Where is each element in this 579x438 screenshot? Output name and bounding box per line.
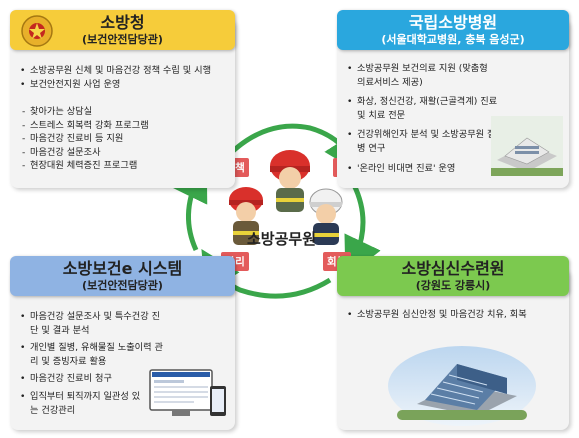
- hospital-items: 소방공무원 보건의료 지원 (맞춤형 의료서비스 제공) 화상, 정신건강, 재…: [345, 62, 499, 175]
- list-item: 개인별 질병, 유해물질 노출이력 관리 및 증빙자료 활용: [18, 341, 168, 368]
- header-training-center: 소방심신수련원 (강원도 강릉시): [337, 256, 569, 296]
- fire-agency-subitems: 찾아가는 상담실 스트레스 회복력 강화 프로그램 마음건강 진료비 등 지원 …: [20, 105, 230, 173]
- list-item: '온라인 비대면 진료' 운영: [345, 162, 499, 176]
- list-item: 소방공무원 심신안정 및 마음건강 치유, 회복: [345, 308, 555, 322]
- list-item: 마음건강 설문조사 및 특수건강 진단 및 결과 분석: [18, 310, 168, 337]
- list-item: 찾아가는 상담실: [20, 105, 230, 119]
- system-screen-image: [149, 369, 226, 416]
- arrow-right: [344, 183, 381, 279]
- center-title: 소방공무원: [247, 230, 317, 248]
- panel-title: 소방보건e 시스템: [62, 259, 183, 278]
- list-item: 입직부터 퇴직까지 일관성 있는 건강관리: [18, 390, 142, 417]
- list-item: 스트레스 회복력 강화 프로그램: [20, 119, 230, 133]
- list-item: 건강위해인자 분석 및 소방공무원 질병 연구: [345, 128, 499, 155]
- panel-title: 소방심신수련원: [401, 259, 505, 278]
- fire-agency-emblem-icon: [21, 15, 53, 47]
- panel-title: 국립소방병원: [408, 13, 498, 32]
- firefighter-right: [309, 188, 343, 245]
- list-item: 현장대원 체력증진 프로그램: [20, 159, 230, 173]
- panel-subtitle: (보건안전담당관): [82, 279, 163, 292]
- panel-subtitle: (서울대학교병원, 충북 음성군): [381, 33, 525, 46]
- hospital-building-image: [491, 116, 563, 176]
- list-item: 마음건강 진료비 등 지원: [20, 132, 230, 146]
- list-item: 소방공무원 신체 및 마음건강 정책 수립 및 시행: [18, 64, 228, 78]
- list-item: 소방공무원 보건의료 지원 (맞춤형 의료서비스 제공): [345, 62, 499, 89]
- header-health-e-system: 소방보건e 시스템 (보건안전담당관): [10, 256, 235, 296]
- list-item: 마음건강 설문조사: [20, 146, 230, 160]
- panel-subtitle: (강원도 강릉시): [415, 279, 491, 292]
- training-center-items: 소방공무원 심신안정 및 마음건강 치유, 회복: [345, 308, 555, 322]
- fire-agency-items: 소방공무원 신체 및 마음건강 정책 수립 및 시행 보건안전지원 사업 운영: [18, 64, 228, 91]
- health-e-items: 마음건강 설문조사 및 특수건강 진단 및 결과 분석 개인별 질병, 유해물질…: [18, 310, 168, 417]
- list-item: 보건안전지원 사업 운영: [18, 78, 228, 92]
- list-item: 화상, 정신건강, 재활(근골격계) 진료 및 치료 전문: [345, 95, 499, 122]
- arrow-left: [171, 160, 208, 252]
- firefighter-illustration: [229, 150, 343, 245]
- firefighter-left: [229, 187, 263, 245]
- list-item: 마음건강 진료비 청구: [18, 372, 168, 386]
- training-center-building-image: [388, 346, 536, 426]
- header-national-fire-hospital: 국립소방병원 (서울대학교병원, 충북 음성군): [337, 10, 569, 50]
- panel-subtitle: (보건안전담당관): [82, 33, 163, 46]
- panel-title: 소방청: [100, 13, 145, 32]
- firefighter-top: [270, 150, 310, 212]
